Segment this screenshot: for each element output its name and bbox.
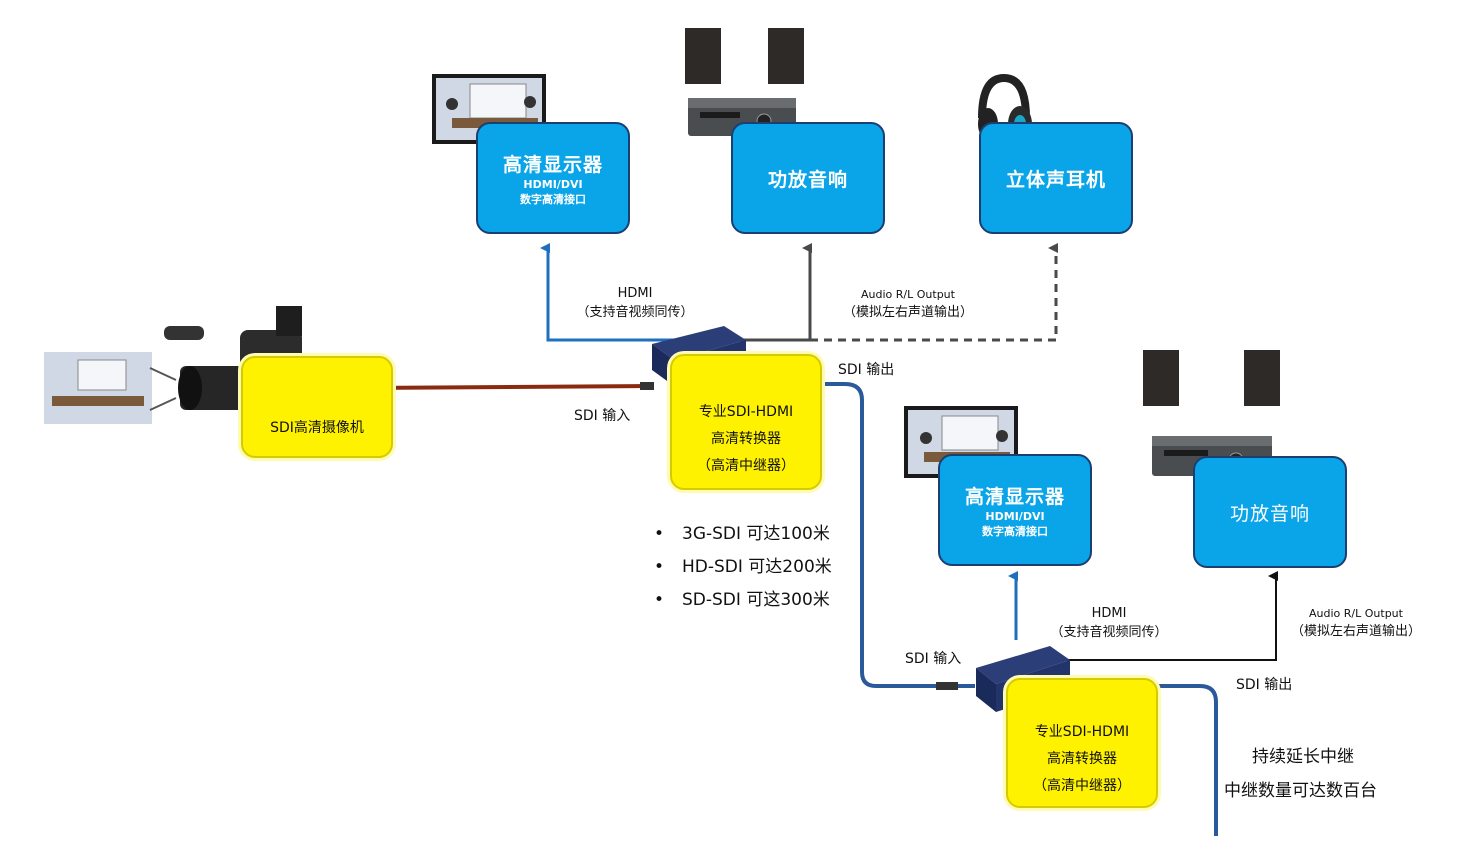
hdmi-arrow-top xyxy=(540,243,680,342)
note-line2: 中继数量可达数百台 xyxy=(1224,781,1377,801)
hdmi-label-bottom-main: HDMI xyxy=(1091,606,1127,621)
spec-item-hd: HD-SDI 可达200米 xyxy=(654,551,832,584)
audio-label-bottom: Audio R/L Output （模拟左右声道输出） xyxy=(1276,607,1436,639)
monitor-image-bottom xyxy=(904,406,1018,478)
converter-box-bottom: 专业SDI-HDMI 高清转换器 （高清中继器） xyxy=(1006,678,1158,808)
hdmi-label-top-sub: （支持音视频同传） xyxy=(576,305,694,320)
audio-dashed-headphones xyxy=(810,243,1058,342)
audio-label-top-main: Audio R/L Output xyxy=(861,288,955,301)
hdmi-label-top: HDMI （支持音视频同传） xyxy=(560,286,710,320)
amplifier-title-bottom: 功放音响 xyxy=(1229,502,1310,525)
converter-line2-bottom: 高清转换器 xyxy=(1047,751,1117,767)
hdmi-label-bottom: HDMI （支持音视频同传） xyxy=(1034,606,1184,640)
converter-line3-top: （高清中继器） xyxy=(697,458,795,474)
sdi-cable-link xyxy=(800,382,975,688)
display-sub1-top: HDMI/DVI xyxy=(523,177,583,191)
speaker-image-bottom xyxy=(1143,350,1280,406)
sdi-distance-list: 3G-SDI 可达100米 HD-SDI 可达200米 SD-SDI 可这300… xyxy=(654,518,832,617)
headphones-title: 立体声耳机 xyxy=(1005,168,1106,191)
display-sub1-bottom: HDMI/DVI xyxy=(985,509,1045,523)
hdmi-label-top-main: HDMI xyxy=(617,286,653,301)
converter-line1-bottom: 专业SDI-HDMI xyxy=(1034,724,1130,740)
display-title-top: 高清显示器 xyxy=(502,153,603,176)
spec-item-3g: 3G-SDI 可达100米 xyxy=(654,518,832,551)
sdi-cable-camera xyxy=(371,384,651,390)
converter-line1-top: 专业SDI-HDMI xyxy=(698,404,794,420)
audio-arrow-top xyxy=(720,243,812,342)
sdi-input-label-top: SDI 输入 xyxy=(574,408,631,424)
audio-arrow-bottom xyxy=(1060,571,1278,661)
display-box-bottom: 高清显示器 HDMI/DVI 数字高清接口 xyxy=(938,454,1092,566)
sdi-output-label-bottom: SDI 输出 xyxy=(1236,677,1293,693)
display-sub2-bottom: 数字高清接口 xyxy=(982,524,1048,538)
sdi-connector-right xyxy=(640,382,654,390)
amplifier-box-bottom: 功放音响 xyxy=(1193,456,1347,568)
hdmi-label-bottom-sub: （支持音视频同传） xyxy=(1050,625,1168,640)
display-title-bottom: 高清显示器 xyxy=(964,485,1065,508)
speaker-image-top xyxy=(685,28,804,84)
audio-label-top-sub: （模拟左右声道输出） xyxy=(842,305,973,320)
sdi-cable-continue xyxy=(1148,684,1218,836)
audio-label-top: Audio R/L Output （模拟左右声道输出） xyxy=(828,288,988,320)
headphones-box: 立体声耳机 xyxy=(979,122,1133,234)
converter-line3-bottom: （高清中继器） xyxy=(1033,778,1131,794)
spec-item-sd: SD-SDI 可这300米 xyxy=(654,584,832,617)
display-box-top: 高清显示器 HDMI/DVI 数字高清接口 xyxy=(476,122,630,234)
audio-label-bottom-sub: （模拟左右声道输出） xyxy=(1290,624,1421,639)
camera-label: SDI高清摄像机 xyxy=(270,420,364,436)
display-sub2-top: 数字高清接口 xyxy=(520,192,586,206)
amplifier-box-top: 功放音响 xyxy=(731,122,885,234)
audio-label-bottom-main: Audio R/L Output xyxy=(1309,607,1403,620)
amplifier-title-top: 功放音响 xyxy=(767,168,848,191)
converter-line2-top: 高清转换器 xyxy=(711,431,781,447)
sdi-input-label-bottom: SDI 输入 xyxy=(905,651,962,667)
sdi-output-label-top: SDI 输出 xyxy=(838,362,895,378)
note-line1: 持续延长中继 xyxy=(1252,747,1354,767)
converter-box-top: 专业SDI-HDMI 高清转换器 （高清中继器） xyxy=(670,354,822,490)
camera-box: SDI高清摄像机 xyxy=(241,356,393,458)
